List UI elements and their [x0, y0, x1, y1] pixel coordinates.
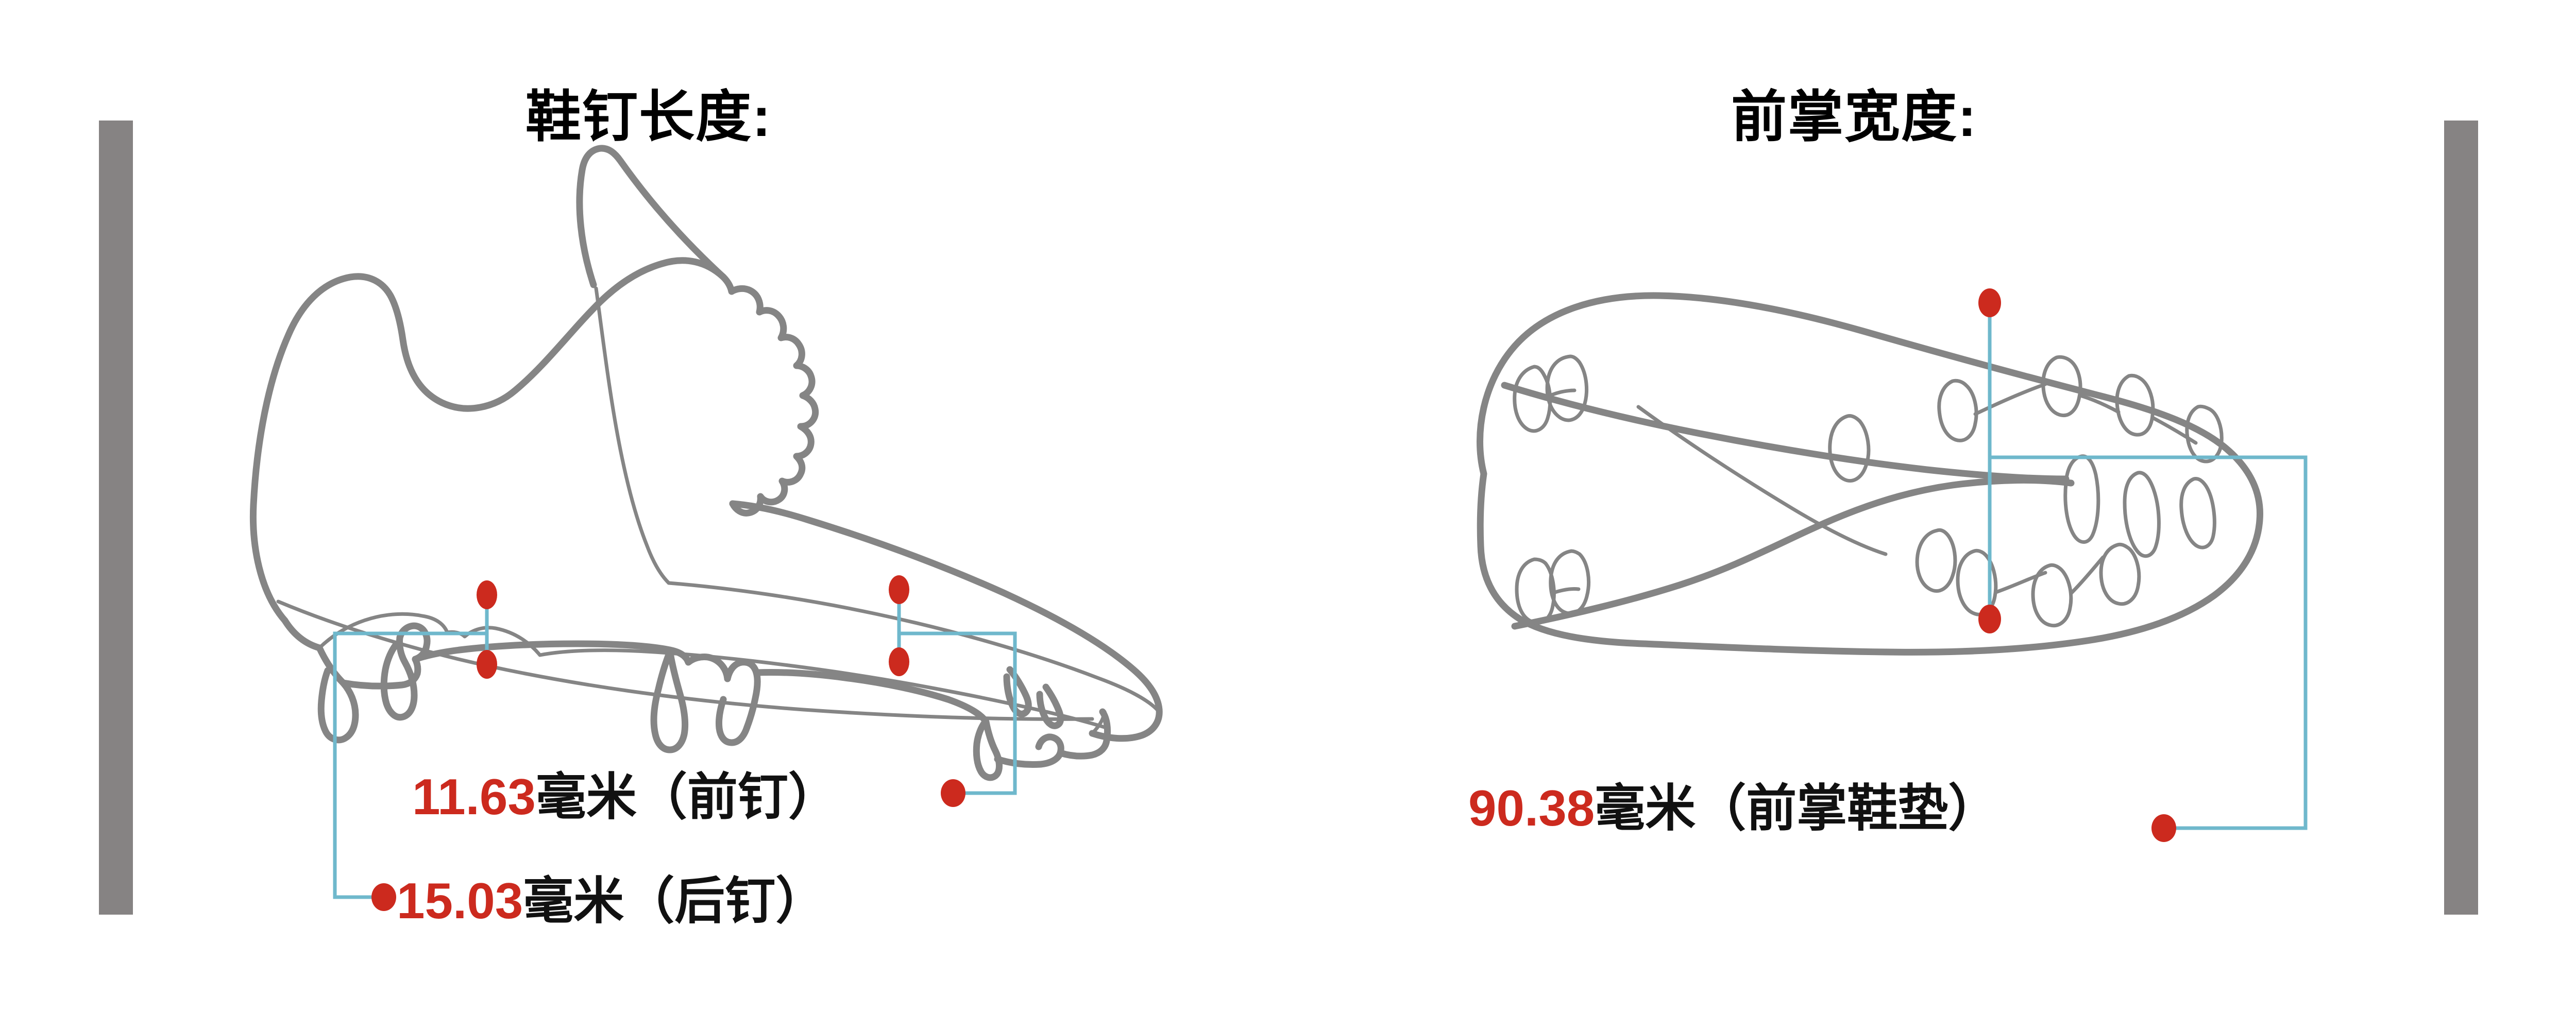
- marker-label-rear-stud: [371, 883, 396, 911]
- outsole-top-plate: [317, 612, 1110, 730]
- measurement-unit-front-stud: 毫米（前钉）: [535, 768, 839, 825]
- stud-connector-heel-bottom: [1550, 587, 1581, 595]
- marker-label-front-stud: [941, 779, 965, 807]
- outsole-outline: [1477, 292, 2263, 656]
- outsole-forefoot-plate: [753, 669, 990, 726]
- outsole-midfoot-plate: [412, 640, 731, 682]
- leader-rear-stud-bracket: [333, 631, 487, 899]
- shoe-lace-ridge: [658, 257, 819, 517]
- measurement-label-forefoot: 90.38毫米（前掌鞋垫）: [1468, 783, 1998, 833]
- outsole-forefoot-stud-b: [716, 696, 751, 746]
- stud-connector-heel-top: [1546, 388, 1577, 399]
- outsole-toe-stud-b: [1057, 708, 1111, 760]
- stud-connector-fore-bottom-b: [2069, 555, 2105, 595]
- stud-center-oval-3: [2179, 477, 2216, 550]
- measurement-label-rear-stud: 15.03毫米（后钉）: [397, 876, 826, 926]
- measurement-value-front-stud: 11.63: [412, 768, 536, 825]
- stud-mid-top: [1828, 414, 1871, 483]
- stud-fore-top-1: [1937, 379, 1978, 442]
- outsole-midfoot-stud: [650, 646, 689, 753]
- outsole-fin-2: [1036, 683, 1064, 729]
- outsole-forefoot-stud-a: [724, 659, 761, 731]
- stud-heel-inner-bottom: [1549, 549, 1591, 615]
- shoe-tongue-outline: [576, 145, 727, 288]
- stud-heel-outer-bottom: [1515, 557, 1556, 625]
- stud-fore-top-2: [2041, 355, 2082, 418]
- right-edge-bar: [2444, 121, 2478, 915]
- marker-forefoot-top: [1978, 288, 2001, 317]
- outsole-heel-studs: [316, 644, 359, 744]
- measurement-value-forefoot: 90.38: [1468, 780, 1595, 836]
- stud-fore-top-3: [2115, 373, 2155, 437]
- stud-connector-fore-bottom-a: [1994, 571, 2047, 594]
- panel-title-forefoot-width: 前掌宽度:: [1731, 85, 1977, 148]
- stud-heel-inner-top: [1545, 354, 1589, 422]
- stud-center-oval-2: [2123, 471, 2161, 558]
- marker-front-stud-bottom: [889, 647, 909, 676]
- stud-connector-fore-top-b: [2078, 393, 2121, 414]
- outsole-toe-plate: [994, 733, 1064, 768]
- outsole-heel-stud-rear: [380, 634, 418, 721]
- outsole-arch-upper: [1501, 382, 2070, 483]
- shoe-outsole-bottom: [1477, 288, 2308, 842]
- marker-label-forefoot: [2151, 814, 2176, 842]
- marker-front-stud-top: [889, 575, 909, 604]
- outsole-shank-line: [1636, 405, 1888, 556]
- shoe-vamp-top: [729, 500, 1163, 713]
- shoe-upper-outline: [249, 260, 666, 624]
- shoe-side-profile: [249, 145, 1163, 911]
- measurement-unit-forefoot: 毫米（前掌鞋垫）: [1595, 780, 1999, 836]
- shoe-toebox-seam: [594, 286, 671, 585]
- shoe-forefoot-seam: [667, 581, 1160, 713]
- shoe-heel-bottom: [281, 617, 323, 651]
- marker-rear-stud-top: [477, 580, 497, 609]
- measurement-label-front-stud: 11.63毫米（前钉）: [412, 771, 839, 822]
- left-edge-bar: [99, 121, 133, 915]
- stud-mid-bottom: [1915, 528, 1957, 593]
- panel-title-stud-length: 鞋钉长度:: [526, 85, 772, 148]
- stud-center-oval-1: [2063, 454, 2100, 544]
- stud-heel-outer-top: [1513, 365, 1552, 433]
- outsole-toe-edge: [1090, 710, 1107, 735]
- measurement-unit-rear-stud: 毫米（后钉）: [523, 872, 826, 929]
- stud-fore-bottom-3: [2099, 542, 2141, 606]
- leader-front-stud-bracket: [899, 631, 1017, 795]
- outsole-arch-lower: [1511, 476, 2075, 630]
- stud-fore-bottom-2: [2031, 563, 2073, 628]
- outsole-toe-stud-a: [973, 718, 1003, 781]
- outsole-fin-1: [1003, 666, 1032, 717]
- stud-connector-fore-top-c: [2151, 416, 2198, 445]
- measurement-value-rear-stud: 15.03: [397, 872, 523, 929]
- stud-connector-fore-top-a: [1973, 382, 2047, 416]
- marker-rear-stud-bottom: [477, 650, 497, 679]
- marker-forefoot-bottom: [1978, 605, 2001, 633]
- leader-forefoot-bracket: [1990, 455, 2308, 830]
